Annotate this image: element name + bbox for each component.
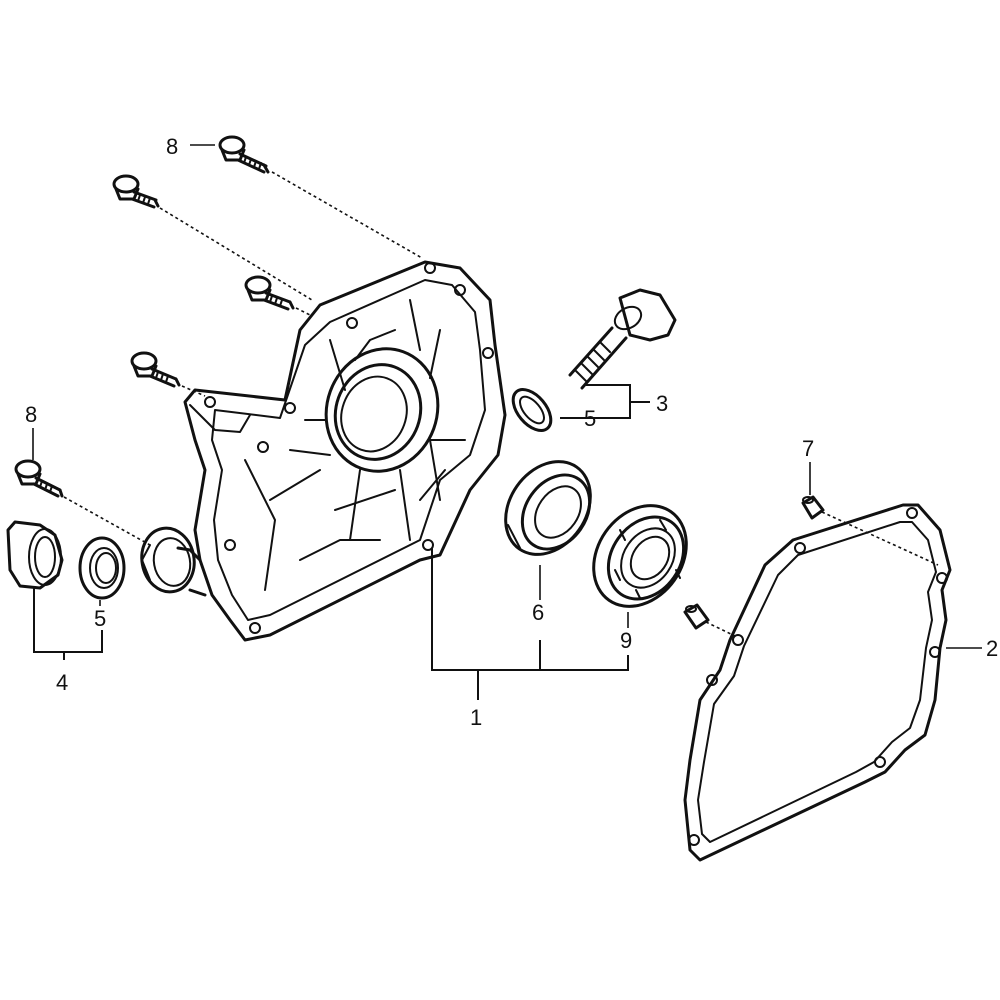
callout-2: 2 [986, 636, 998, 661]
flange-bolt [218, 135, 270, 174]
flange-bolt [112, 174, 160, 209]
oil-seal [504, 460, 592, 556]
callout-labels: 1 2 3 4 5 5 6 7 8 8 9 [25, 134, 998, 730]
filler-neck-sleeve [140, 526, 196, 594]
oil-level-gauge [568, 288, 677, 390]
callout-5-upper: 5 [584, 406, 596, 431]
callout-3: 3 [656, 391, 668, 416]
flange-bolt [130, 351, 181, 388]
callout-1: 1 [470, 705, 482, 730]
gasket [683, 503, 952, 862]
flange-bolt [14, 459, 64, 498]
callout-8-left: 8 [25, 402, 37, 427]
dowel-pin [801, 495, 825, 520]
callout-4: 4 [56, 670, 68, 695]
crankcase-cover [176, 260, 507, 642]
callout-8-top: 8 [166, 134, 178, 159]
dowel-pin [683, 603, 710, 630]
callout-6: 6 [532, 600, 544, 625]
o-ring [511, 388, 553, 432]
callout-9: 9 [620, 628, 632, 653]
oil-seal-small [78, 536, 126, 600]
leader-lines [32, 144, 982, 700]
callout-5-lower: 5 [94, 606, 106, 631]
ball-bearing [592, 504, 688, 608]
oil-filler-cap [6, 520, 64, 590]
callout-7: 7 [802, 436, 814, 461]
flange-bolt [244, 275, 295, 311]
